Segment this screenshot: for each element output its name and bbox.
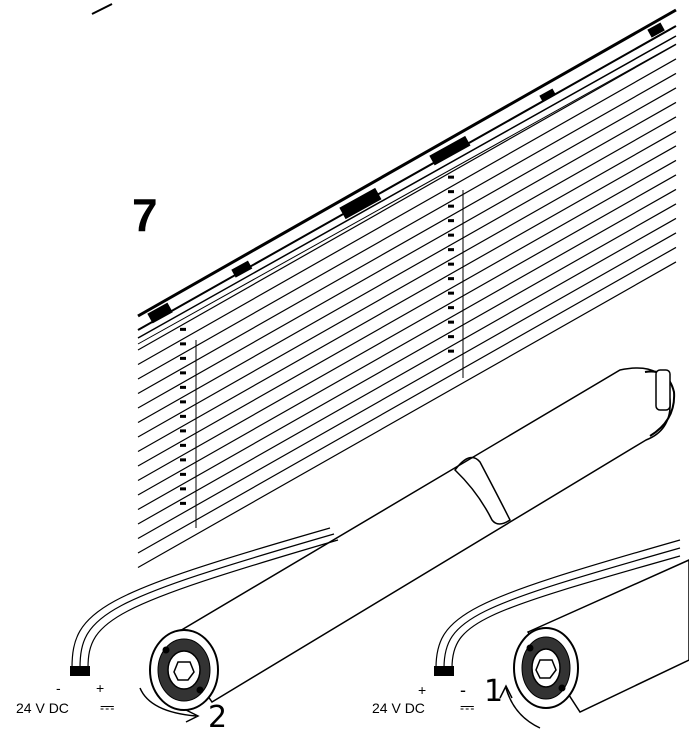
tape-clip bbox=[180, 356, 186, 360]
slat-line bbox=[137, 72, 677, 380]
slat-line bbox=[137, 87, 677, 395]
tape-clip bbox=[180, 385, 186, 389]
tape-clip bbox=[180, 443, 186, 447]
slat-line bbox=[137, 58, 677, 366]
tape-clip bbox=[180, 472, 186, 476]
right-voltage-label: 24 V DC bbox=[372, 700, 425, 716]
slat-line bbox=[137, 159, 677, 467]
tape-clip bbox=[448, 277, 454, 281]
slat-line bbox=[137, 43, 677, 351]
left-motor-cable bbox=[71, 527, 339, 669]
left-polarity-minus: - bbox=[56, 680, 61, 696]
tube-motor bbox=[166, 367, 676, 704]
slat-line bbox=[137, 261, 677, 569]
left-dc-symbol: ⎓ bbox=[100, 697, 115, 717]
slat-line bbox=[137, 246, 677, 554]
right-rotation-step: 1 bbox=[484, 674, 504, 709]
tape-clip bbox=[180, 342, 186, 346]
slat-line bbox=[137, 203, 677, 511]
tape-clip bbox=[180, 371, 186, 375]
slat-line bbox=[137, 217, 677, 525]
slat-line bbox=[137, 188, 677, 496]
tape-clip bbox=[448, 320, 454, 324]
tape-clip bbox=[448, 291, 454, 295]
tape-clip bbox=[448, 175, 454, 179]
left-motor-head bbox=[149, 629, 219, 711]
right-connector bbox=[434, 666, 454, 676]
left-voltage-label: 24 V DC bbox=[16, 700, 69, 716]
step-number: 7 bbox=[132, 189, 158, 241]
tape-clip bbox=[448, 204, 454, 208]
ladder-tapes bbox=[195, 190, 464, 528]
tape-clip bbox=[180, 429, 186, 433]
right-motor-cable bbox=[435, 539, 681, 669]
tape-clip bbox=[180, 414, 186, 418]
slat-line bbox=[137, 130, 677, 438]
tape-clip bbox=[448, 248, 454, 252]
right-polarity-minus: - bbox=[460, 680, 466, 700]
headrail bbox=[137, 8, 677, 345]
slat-line bbox=[137, 232, 677, 540]
tape-clip bbox=[180, 400, 186, 404]
left-rotation-arrow bbox=[139, 687, 200, 723]
left-polarity-plus: + bbox=[96, 680, 105, 696]
right-dc-symbol: ⎓ bbox=[460, 697, 475, 717]
right-rotation-arrow bbox=[499, 684, 541, 729]
tape-clip bbox=[448, 349, 454, 353]
right-polarity-plus: + bbox=[418, 682, 427, 698]
tape-clip bbox=[448, 335, 454, 339]
tape-clips bbox=[180, 175, 454, 505]
tape-clip bbox=[180, 501, 186, 505]
right-motor-head bbox=[513, 627, 579, 709]
tape-clip bbox=[180, 487, 186, 491]
blind-slats bbox=[137, 43, 677, 569]
tape-clip bbox=[448, 262, 454, 266]
corner-mark bbox=[91, 3, 113, 15]
tape-clip bbox=[180, 458, 186, 462]
slat-line bbox=[137, 174, 677, 482]
tape-clip bbox=[448, 190, 454, 194]
tape-clip bbox=[180, 327, 186, 331]
tape-clip bbox=[448, 306, 454, 310]
tape-clip bbox=[448, 233, 454, 237]
tape-clip bbox=[448, 219, 454, 223]
left-rotation-step: 2 bbox=[208, 700, 228, 735]
slat-line bbox=[137, 101, 677, 409]
left-connector bbox=[70, 666, 90, 676]
slat-line bbox=[137, 145, 677, 453]
slat-line bbox=[137, 116, 677, 424]
